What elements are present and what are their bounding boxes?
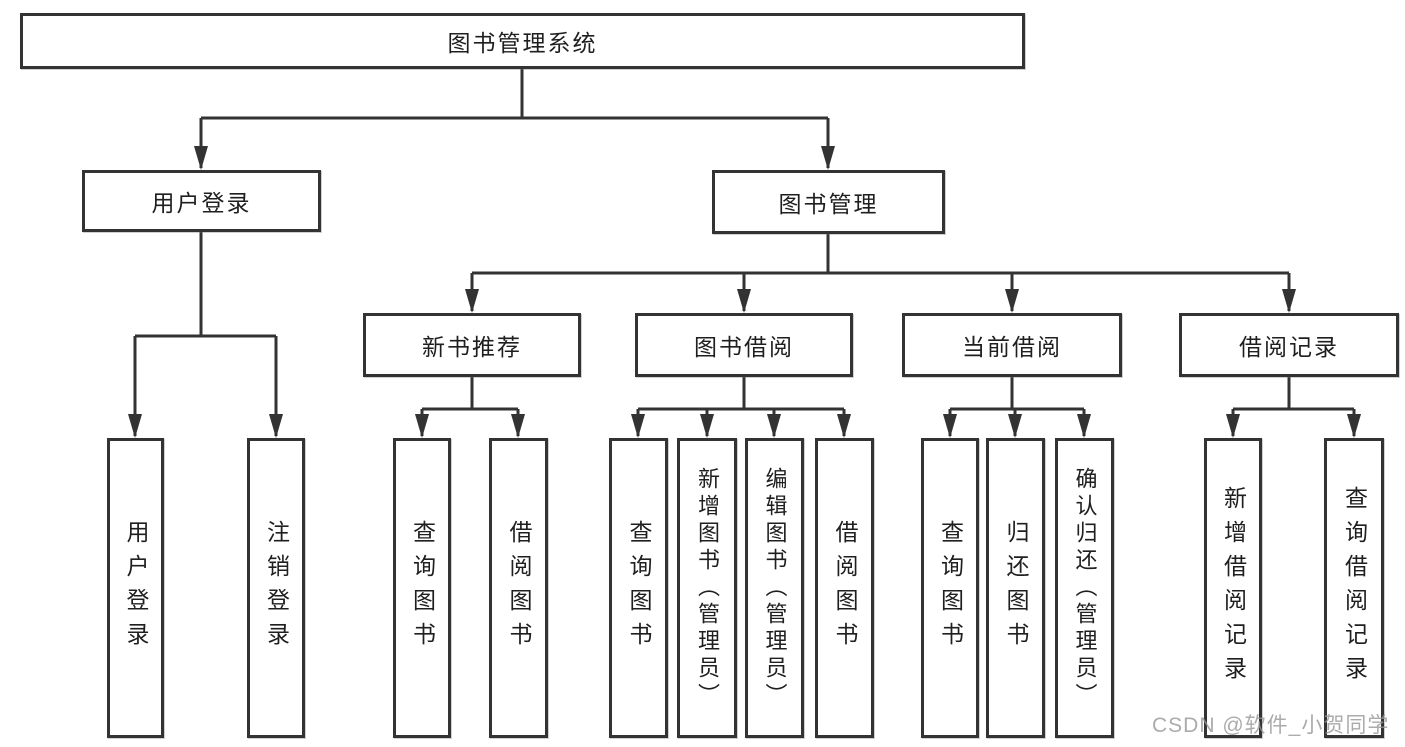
node-book-borrowing: 图书借阅: [635, 313, 853, 377]
node-current-borrowing: 当前借阅: [902, 313, 1122, 377]
node-leaf-add-book-admin-label: 新增图书（管理员）: [695, 466, 720, 710]
node-leaf-query-book-2-label: 查询图书: [626, 520, 652, 656]
node-leaf-user-login: 用户登录: [107, 438, 164, 738]
node-root: 图书管理系统: [20, 13, 1025, 69]
node-book-management: 图书管理: [712, 170, 945, 234]
node-leaf-query-book-1: 查询图书: [393, 438, 451, 738]
node-borrowing-records-label: 借阅记录: [1239, 334, 1339, 360]
node-leaf-logout-label: 注销登录: [263, 520, 290, 656]
node-leaf-confirm-return-admin-label: 确认归还（管理员）: [1072, 466, 1098, 710]
node-leaf-query-book-2: 查询图书: [609, 438, 668, 738]
node-leaf-add-borrow-record: 新增借阅记录: [1204, 438, 1262, 738]
node-leaf-return-book: 归还图书: [986, 438, 1045, 738]
node-user-login: 用户登录: [82, 170, 321, 232]
node-leaf-confirm-return-admin: 确认归还（管理员）: [1055, 438, 1114, 738]
node-current-borrowing-label: 当前借阅: [962, 334, 1062, 360]
node-leaf-borrow-book-1-label: 借阅图书: [506, 520, 532, 656]
node-user-login-label: 用户登录: [151, 190, 252, 216]
node-leaf-query-book-3-label: 查询图书: [937, 520, 964, 656]
csdn-watermark: CSDN @软件_小贺同学: [1152, 714, 1390, 737]
node-new-book-recommend-label: 新书推荐: [422, 334, 522, 360]
arrowheads: [128, 146, 1361, 438]
node-leaf-edit-book-admin: 编辑图书（管理员）: [745, 438, 804, 738]
node-leaf-borrow-book-2: 借阅图书: [815, 438, 874, 738]
node-leaf-query-book-1-label: 查询图书: [409, 520, 436, 656]
node-leaf-borrow-book-1: 借阅图书: [489, 438, 548, 738]
node-leaf-query-book-3: 查询图书: [921, 438, 979, 738]
node-leaf-user-login-label: 用户登录: [123, 520, 149, 656]
node-leaf-query-borrow-record-label: 查询借阅记录: [1341, 486, 1368, 690]
node-leaf-add-book-admin: 新增图书（管理员）: [677, 438, 737, 738]
node-leaf-borrow-book-2-label: 借阅图书: [832, 520, 858, 656]
node-new-book-recommend: 新书推荐: [363, 313, 581, 377]
node-root-label: 图书管理系统: [447, 30, 598, 56]
node-leaf-return-book-label: 归还图书: [1003, 520, 1029, 656]
node-book-borrowing-label: 图书借阅: [694, 334, 794, 360]
node-leaf-query-borrow-record: 查询借阅记录: [1324, 438, 1384, 738]
node-book-management-label: 图书管理: [778, 191, 879, 217]
node-leaf-add-borrow-record-label: 新增借阅记录: [1220, 486, 1247, 690]
node-leaf-logout: 注销登录: [247, 438, 305, 738]
node-borrowing-records: 借阅记录: [1179, 313, 1399, 377]
node-leaf-edit-book-admin-label: 编辑图书（管理员）: [762, 466, 788, 710]
